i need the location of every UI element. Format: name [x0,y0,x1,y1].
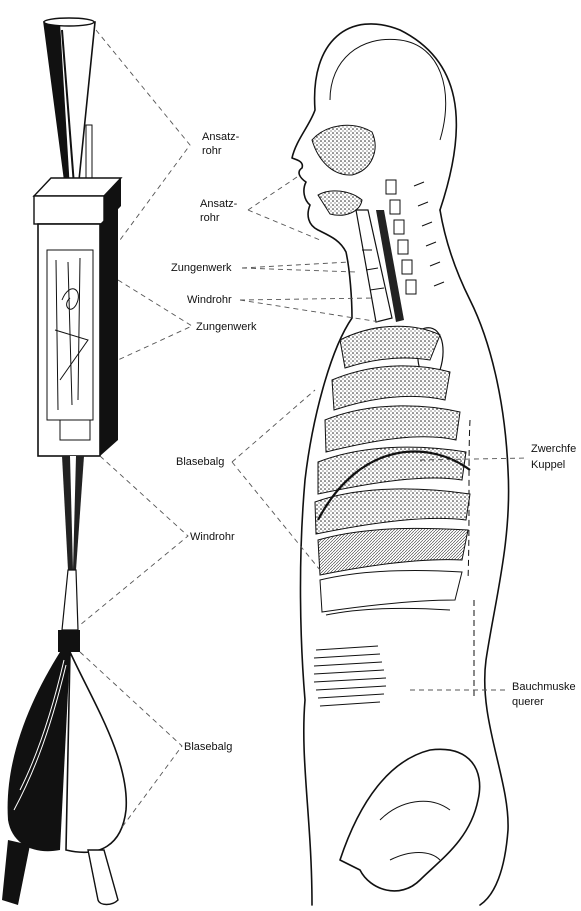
body-zwerchfell-label: Zwerchfe Kuppel [531,443,579,471]
instrument-zungenwerk-label: Zungenwerk [196,321,257,333]
pelvis [340,749,480,891]
body-illustration [292,24,509,905]
spine [386,180,474,700]
nasal-cavity [312,125,375,175]
body-zungenwerk-label: Zungenwerk [171,262,232,274]
instrument-bellows [2,652,126,905]
abdominal-muscle [314,646,386,706]
instrument-ansatzrohr-label: Ansatz- rohr [202,131,242,157]
rib-cage [315,326,470,615]
body-windrohr-label: Windrohr [187,294,232,306]
body-bauchmuskel-label: Bauchmuske querer [512,681,579,708]
instrument-windrohr-label: Windrohr [190,531,235,543]
instrument-horn [44,18,95,190]
instrument-illustration [2,18,126,905]
body-blasebalg-label: Blasebalg [176,456,224,468]
body-ansatzrohr-label: Ansatz- rohr [200,198,240,224]
instrument-reed-box [34,178,121,456]
instrument-wind-tube [58,456,84,652]
instrument-blasebalg-label: Blasebalg [184,741,232,753]
